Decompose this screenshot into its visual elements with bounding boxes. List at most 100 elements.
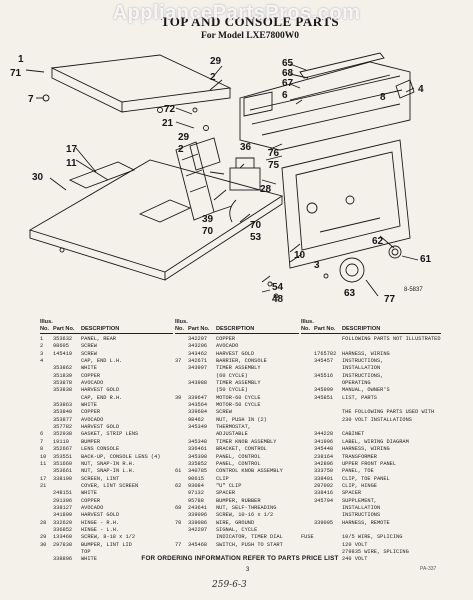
part-number: 145419	[53, 350, 73, 357]
part-number: 344228	[314, 431, 334, 438]
part-description: HARVEST GOLD	[81, 387, 120, 394]
illus-number	[40, 380, 53, 387]
handwritten-note: 259-6-3	[212, 580, 247, 590]
part-description: INDICATOR, TIMER DIAL	[216, 534, 283, 541]
part-description: WHITE	[81, 490, 97, 497]
part-description: BACK-UP, CONSOLE LENS (4)	[81, 453, 161, 460]
illus-number	[40, 424, 53, 431]
part-number: 353863	[53, 402, 73, 409]
part-number: 133460	[53, 534, 73, 541]
part-number	[314, 343, 342, 350]
part-number: 351660	[53, 460, 73, 467]
part-number: 342896	[314, 460, 334, 467]
illus-number	[301, 402, 314, 409]
part-description: COVER, LINT SCREEN	[81, 482, 139, 489]
part-description: NUT, SELF-THREADING	[216, 504, 277, 511]
callout-11: 11	[66, 158, 77, 169]
parts-row: TOP	[40, 549, 173, 556]
illus-number	[301, 542, 314, 549]
parts-row: OPERATING	[301, 380, 441, 387]
part-description: HARNESS, WIRING	[342, 446, 390, 453]
part-description: COPPER	[216, 336, 236, 342]
part-description: THERMOSTAT,	[216, 424, 251, 431]
part-description: TIMER ASSEMBLY	[216, 365, 261, 372]
illus-number: 8	[40, 446, 44, 453]
diagram-code: 8-5837	[404, 287, 423, 293]
illus-number	[175, 446, 188, 453]
callout-7: 7	[28, 94, 34, 105]
part-number: 243641	[188, 504, 208, 511]
illus-number	[301, 454, 314, 461]
part-number: 345457	[314, 358, 334, 365]
part-description: (60 CYCLE)	[216, 372, 248, 379]
illus-number	[301, 431, 314, 438]
part-description: WIRE, GROUND	[216, 519, 255, 526]
part-number: 352667	[53, 446, 73, 453]
part-number: 336461	[188, 446, 208, 453]
part-number: 342297	[188, 526, 208, 533]
illus-number: 7	[40, 438, 44, 445]
part-number	[314, 527, 342, 534]
part-number: 357782	[53, 424, 73, 431]
part-description: HINGE - L.H.	[81, 526, 120, 533]
illus-number	[301, 380, 314, 387]
callout-67: 67	[282, 78, 294, 89]
illus-number: 10	[40, 453, 47, 460]
illus-number	[175, 373, 188, 380]
part-number: 1765782	[314, 350, 337, 357]
part-number	[314, 534, 342, 541]
part-description	[342, 527, 441, 534]
parts-row: (60 CYCLE)	[175, 373, 299, 380]
illus-number: 17	[40, 475, 47, 482]
part-description: WHITE	[81, 365, 97, 372]
parts-table-right: Illus. No. Part No. DESCRIPTION FOLLOWIN…	[301, 318, 441, 564]
part-number: 248151	[53, 490, 73, 497]
part-number: 343206	[188, 343, 208, 350]
illus-number	[40, 468, 53, 475]
illus-number: 70	[175, 519, 182, 526]
part-number	[314, 542, 342, 549]
part-number: 345398	[188, 453, 208, 460]
parts-row: THE FOLLOWING PARTS USED WITH	[301, 409, 441, 416]
callout-36: 36	[240, 142, 252, 153]
illus-number: 37	[175, 358, 182, 365]
corner-mark: PA-337	[420, 566, 437, 572]
callout-63: 63	[344, 288, 356, 299]
parts-row: 120 VOLT	[301, 542, 441, 549]
part-description: TOP	[81, 548, 91, 555]
part-number: 332629	[53, 519, 73, 526]
illus-number	[175, 402, 188, 409]
illus-number	[301, 498, 314, 505]
part-description: PANEL, CONTROL	[216, 460, 261, 467]
part-description: LABEL, WIRING DIAGRAM	[342, 438, 409, 445]
part-description: TIMER KNOB ASSEMBLY	[216, 438, 277, 445]
callout-2a: 2	[210, 72, 216, 83]
callout-1: 1	[18, 54, 24, 65]
illus-number	[301, 373, 314, 380]
part-description: UPPER FRONT PANEL	[342, 460, 397, 467]
illus-number	[175, 498, 188, 505]
callout-70a: 70	[202, 226, 214, 237]
illus-number	[175, 351, 188, 358]
part-number: 339095	[314, 519, 334, 526]
illus-number: 6	[40, 431, 44, 438]
part-number: 345349	[188, 424, 208, 431]
illus-number	[301, 461, 314, 468]
part-number: 338416	[314, 490, 334, 497]
